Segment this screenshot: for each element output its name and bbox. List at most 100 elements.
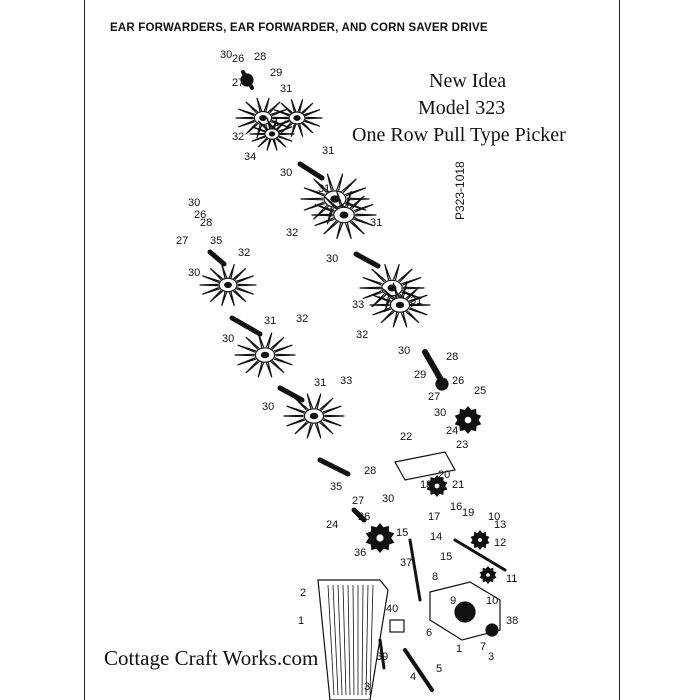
part-number-label: 31 bbox=[410, 295, 422, 307]
shaft-lower-left bbox=[317, 457, 351, 477]
part-number-label: 32 bbox=[286, 227, 298, 239]
deflector-22 bbox=[394, 451, 456, 481]
part-number-label: 15 bbox=[440, 551, 452, 563]
part-number-label: 15 bbox=[396, 527, 408, 539]
part-number-label: 4 bbox=[410, 671, 416, 683]
part-number-label: 26 bbox=[194, 209, 206, 221]
part-number-label: 1 bbox=[298, 615, 304, 627]
part-number-label: 23 bbox=[456, 439, 468, 451]
part-number-label: 32 bbox=[296, 313, 308, 325]
part-number-label: 28 bbox=[254, 51, 266, 63]
shaft-left-2 bbox=[229, 315, 263, 337]
hub-right-28 bbox=[435, 377, 449, 391]
part-number-label: 6 bbox=[426, 627, 432, 639]
bolt-39 bbox=[378, 638, 386, 670]
part-number-label: 5 bbox=[436, 663, 442, 675]
diagram-sheet-border bbox=[84, 0, 620, 700]
part-number-label: 31 bbox=[264, 315, 276, 327]
part-number-label: 8 bbox=[432, 571, 438, 583]
part-number-label: 32 bbox=[232, 131, 244, 143]
corn-saver-pan bbox=[317, 579, 389, 700]
forwarder-paddle-star-7 bbox=[369, 282, 431, 328]
forwarder-paddle-star-10 bbox=[283, 393, 345, 439]
part-number-label: 14 bbox=[430, 531, 442, 543]
part-number-label: 38 bbox=[506, 615, 518, 627]
part-number-label: 30 bbox=[326, 253, 338, 265]
sprocket-11 bbox=[479, 566, 497, 584]
part-number-label: 40 bbox=[386, 603, 398, 615]
part-number-label: 31 bbox=[370, 217, 382, 229]
part-number-label: 13 bbox=[494, 519, 506, 531]
footer-credit: Cottage Craft Works.com bbox=[104, 646, 319, 670]
diagram-title: EAR FORWARDERS, EAR FORWARDER, AND CORN … bbox=[110, 22, 488, 34]
part-number-label: 9 bbox=[450, 595, 456, 607]
part-number-label: 30 bbox=[188, 267, 200, 279]
sprocket-23-25 bbox=[454, 406, 482, 434]
part-number-label: 2 bbox=[300, 587, 306, 599]
forwarder-paddle-star-8 bbox=[199, 263, 257, 307]
shaft-4-5 bbox=[403, 648, 434, 692]
part-number-label: 35 bbox=[210, 235, 222, 247]
part-number-label: 22 bbox=[400, 431, 412, 443]
forwarder-paddle-star-3 bbox=[249, 117, 295, 151]
part-number-label: 34 bbox=[244, 151, 256, 163]
part-number-label: 30 bbox=[188, 197, 200, 209]
part-number-label: 17 bbox=[428, 511, 440, 523]
part-number-label: 26 bbox=[358, 511, 370, 523]
part-number-label: 29 bbox=[270, 67, 282, 79]
caption-model: Model 323 bbox=[418, 97, 506, 119]
part-number-label: 24 bbox=[326, 519, 338, 531]
part-number-label: 30 bbox=[434, 407, 446, 419]
caption-machine-type: One Row Pull Type Picker bbox=[352, 124, 566, 146]
part-number-label: 12 bbox=[494, 537, 506, 549]
shaft-right-29 bbox=[422, 349, 443, 381]
part-number-label: 24 bbox=[446, 425, 458, 437]
part-number-label: 27 bbox=[352, 495, 364, 507]
part-number-label: 31 bbox=[318, 183, 330, 195]
gearbox-housing bbox=[429, 581, 501, 641]
shaft-upper-1 bbox=[297, 161, 325, 181]
chain-37 bbox=[408, 538, 422, 602]
part-number-label: 19 bbox=[462, 507, 474, 519]
shaft-left-3 bbox=[277, 385, 305, 403]
part-number-label: 31 bbox=[314, 377, 326, 389]
part-number-label: 30 bbox=[382, 493, 394, 505]
part-number-label: 10 bbox=[488, 511, 500, 523]
part-number-label: 20 bbox=[438, 469, 450, 481]
sprocket-10 bbox=[470, 530, 490, 550]
part-number-label: 26 bbox=[452, 375, 464, 387]
hub-top bbox=[240, 73, 254, 87]
part-number-label: 16 bbox=[450, 501, 462, 513]
part-number-label: 29 bbox=[414, 369, 426, 381]
sprocket-20-21 bbox=[426, 475, 448, 497]
chain-right bbox=[453, 538, 507, 572]
part-number-label: 26 bbox=[232, 53, 244, 65]
block-40 bbox=[389, 619, 405, 633]
part-number-label: 32 bbox=[238, 247, 250, 259]
part-number-label: 30 bbox=[280, 167, 292, 179]
part-number-label: 25 bbox=[474, 385, 486, 397]
part-number-label: 27 bbox=[428, 391, 440, 403]
part-number-label: 28 bbox=[200, 217, 212, 229]
sprocket-36 bbox=[365, 523, 395, 553]
part-number-label: 30 bbox=[398, 345, 410, 357]
part-number-label: 27 bbox=[232, 77, 244, 89]
part-number-label: 31 bbox=[280, 83, 292, 95]
forwarder-paddle-star-2 bbox=[271, 99, 323, 137]
part-number-label: 31 bbox=[322, 145, 334, 157]
part-number-label: 3 bbox=[488, 651, 494, 663]
part-number-label: 32 bbox=[356, 329, 368, 341]
part-number-label: 33 bbox=[352, 299, 364, 311]
part-number-label: 10 bbox=[486, 595, 498, 607]
part-number-label: 30 bbox=[262, 401, 274, 413]
part-number-label: 35 bbox=[330, 481, 342, 493]
part-number-label: 30 bbox=[220, 49, 232, 61]
shaft-left-1 bbox=[207, 249, 227, 267]
part-number-label: 18 bbox=[420, 479, 432, 491]
part-number-label: 11 bbox=[506, 573, 517, 585]
part-number-label: 3 bbox=[364, 681, 370, 693]
part-number-label: 7 bbox=[480, 641, 486, 653]
part-number-label: 36 bbox=[354, 547, 366, 559]
forwarder-paddle-star-9 bbox=[234, 332, 296, 378]
